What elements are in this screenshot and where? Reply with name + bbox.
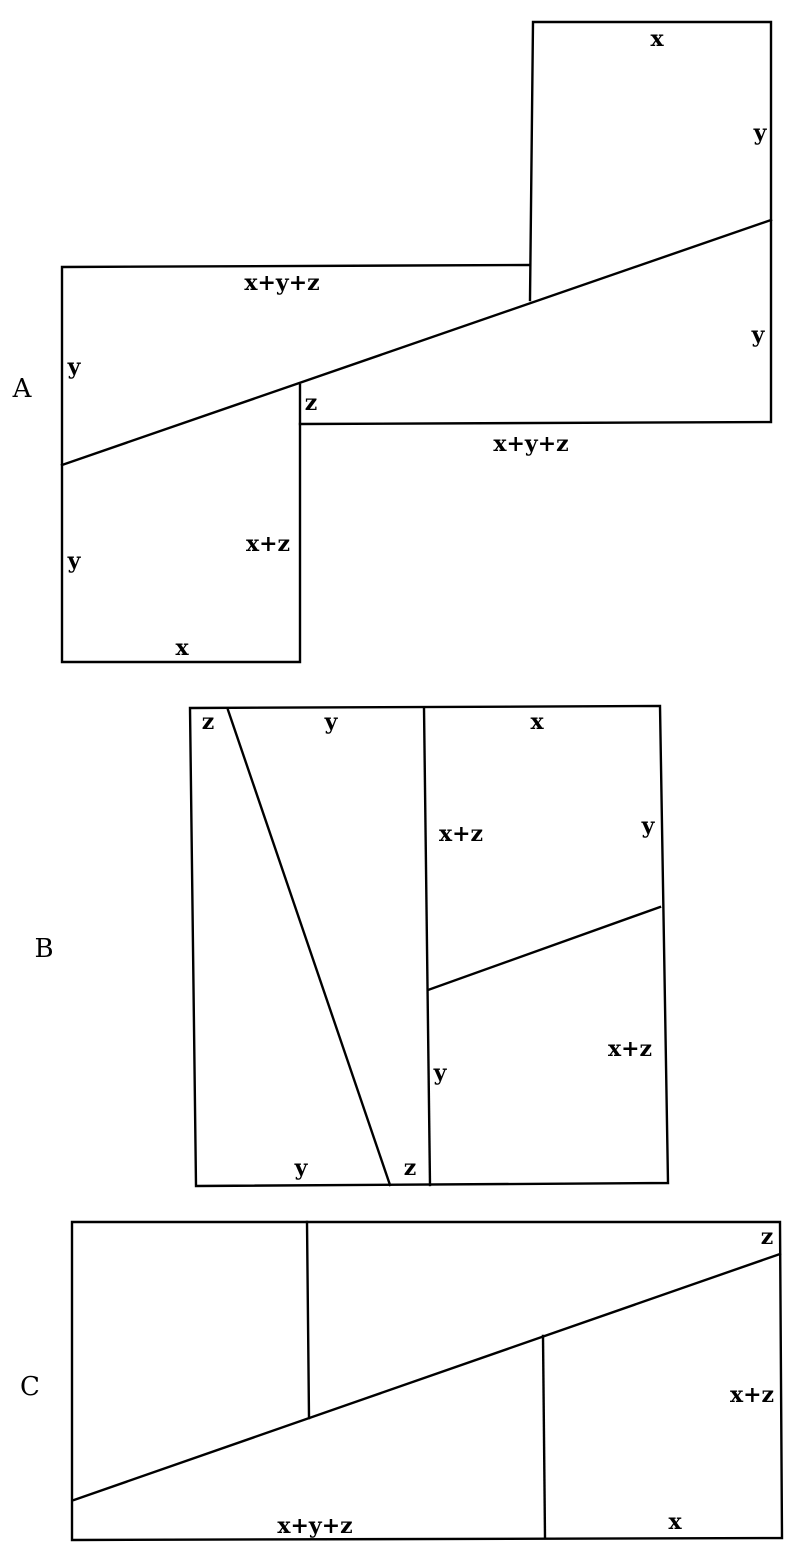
label: x+z [608, 1036, 652, 1062]
figure-a-left-outline [60, 263, 532, 664]
figure-b-divider [422, 706, 432, 1187]
figure-a-diagonal [60, 218, 773, 467]
label: y [433, 1060, 448, 1086]
label: z [404, 1155, 417, 1181]
figure-b: B z y x x+z y x+z y y z [34, 704, 670, 1188]
label: y [641, 813, 656, 839]
label: x+y+z [277, 1513, 352, 1539]
label: z [761, 1224, 774, 1250]
figure-c: C z x+z x+y+z x [20, 1220, 784, 1542]
label: y [753, 120, 768, 146]
label: y [751, 322, 766, 348]
figure-c-outline [70, 1220, 784, 1542]
figure-b-diagonal-right [426, 905, 662, 992]
figure-b-letter: B [34, 934, 53, 964]
figure-c-divider-right [541, 1334, 547, 1540]
figure-a: A x y x+y+z y y z x+y+z y x+z x [12, 20, 773, 664]
label: x+y+z [244, 270, 319, 296]
label: x [530, 709, 544, 735]
label: x+y+z [493, 431, 568, 457]
label: y [67, 548, 82, 574]
label: x [175, 635, 189, 661]
label: z [305, 390, 318, 416]
figure-c-diagonal [72, 1252, 782, 1502]
label: x+z [730, 1382, 774, 1408]
figure-a-letter: A [12, 374, 33, 404]
label: x+z [439, 821, 483, 847]
figure-a-top-right-outline [298, 20, 773, 426]
label: y [294, 1155, 309, 1181]
label: x [668, 1509, 682, 1535]
figure-c-letter: C [20, 1372, 40, 1402]
label: x+z [246, 531, 290, 557]
figure-b-diagonal-left [226, 708, 392, 1187]
figure-b-outline [188, 704, 670, 1188]
figure-c-divider-left [305, 1220, 311, 1420]
label: y [324, 709, 339, 735]
label: z [202, 709, 215, 735]
label: x [650, 26, 664, 52]
label: y [67, 354, 82, 380]
